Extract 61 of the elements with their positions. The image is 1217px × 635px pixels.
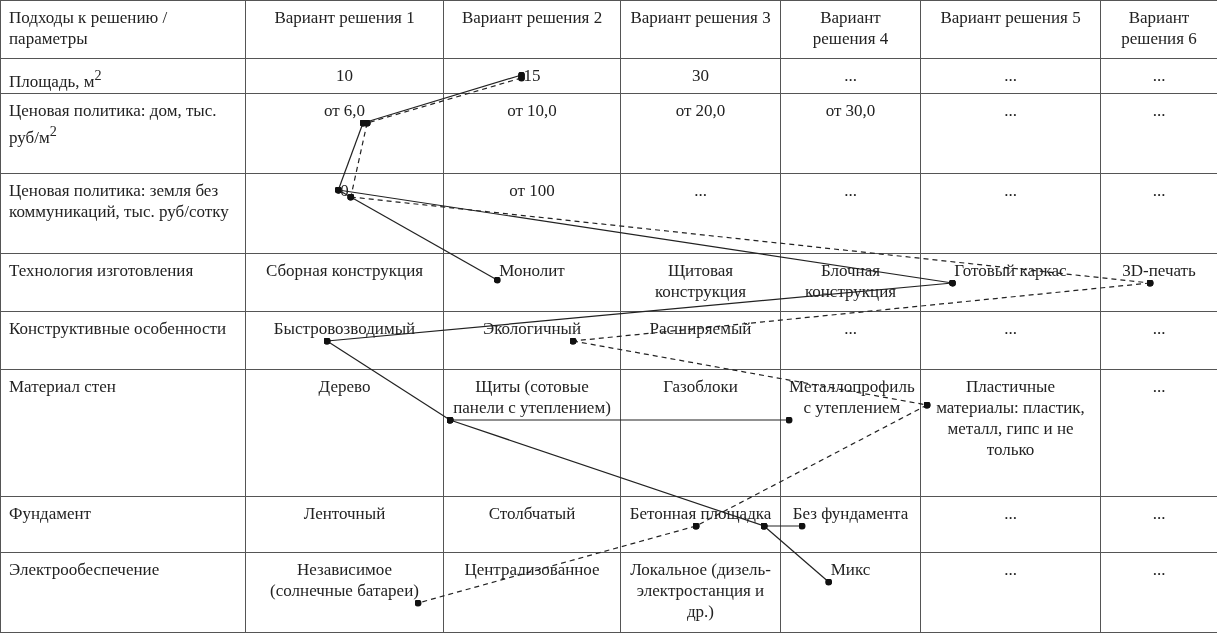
column-heading: Вариант решения 2 <box>461 7 603 28</box>
parameter-name: Конструктивные особенности <box>9 318 227 339</box>
option-value: ... <box>1004 318 1017 339</box>
dashed-connector-line <box>414 522 700 607</box>
option-value: ... <box>1004 100 1017 121</box>
option-value: Ленточный <box>303 503 386 524</box>
parameter-name: Технология изготовления <box>9 260 194 281</box>
parameter-name: Электрообеспечение <box>9 559 160 580</box>
column-heading: Вариант решения 1 <box>274 7 415 28</box>
option-value: Монолит <box>499 260 565 281</box>
option-value: ... <box>844 180 857 201</box>
option-value: 10 <box>336 65 353 86</box>
option-value: Централизованное <box>464 559 600 580</box>
option-value: Расширяемый <box>649 318 752 339</box>
option-value: Независимое (солнечные батареи) <box>254 559 435 601</box>
option-value: 15 <box>523 65 541 86</box>
option-value: от 10,0 <box>507 100 557 121</box>
option-value: Готовый каркас <box>954 260 1067 281</box>
option-value: ... <box>694 180 707 201</box>
option-value: 3D-печать <box>1122 260 1196 281</box>
option-value: ... <box>1152 180 1166 201</box>
option-value: от 6,0 <box>323 100 366 121</box>
option-value: Столбчатый <box>488 503 576 524</box>
column-heading: Вариант решения 4 <box>789 7 912 49</box>
parameter-name: Площадь, м$^{2}$ <box>9 65 102 92</box>
option-value: Сборная конструкция <box>265 260 424 281</box>
parameter-name: Фундамент <box>9 503 92 524</box>
column-heading: Вариант решения 6 <box>1109 7 1209 49</box>
option-value: ... <box>1004 180 1017 201</box>
option-value: Пластичные материалы: пластик, металл, гипс и не только <box>929 376 1092 460</box>
connector-line <box>760 522 833 586</box>
parameter-name: Ценовая политика: дом, тыс. руб/м$^{2}$ <box>9 100 237 148</box>
option-value: от 20,0 <box>675 100 726 121</box>
parameter-name: Ценовая политика: земля без коммуникаций, тыс. руб/сотку <box>9 180 237 222</box>
option-value: ... <box>1152 65 1166 86</box>
option-value: Быстровозводимый <box>273 318 416 339</box>
column-heading: Вариант решения 3 <box>630 7 771 28</box>
option-value: Экологичный <box>482 318 582 339</box>
option-value: от 30,0 <box>825 100 876 121</box>
option-value: ... <box>1152 559 1166 580</box>
option-value: 30 <box>692 65 709 86</box>
option-value: ... <box>1004 65 1017 86</box>
option-value: Локальное (дизель-электростанция и др.) <box>629 559 772 622</box>
column-heading: Подходы к решению / параметры <box>9 7 237 49</box>
option-value: Дерево <box>318 376 371 397</box>
option-value: ... <box>1004 503 1017 524</box>
option-value: ... <box>1152 376 1166 397</box>
option-value: Щиты (сотовые панели с утеплением) <box>452 376 612 418</box>
option-value: ... <box>1152 318 1166 339</box>
option-value: Щитовая конструкция <box>629 260 772 302</box>
option-value: Без фундамента <box>792 503 909 524</box>
option-value: Микс <box>830 559 871 580</box>
option-value: Газоблоки <box>663 376 738 397</box>
parameter-name: Материал стен <box>9 376 116 397</box>
option-value: ... <box>1004 559 1017 580</box>
option-value: ... <box>844 318 857 339</box>
option-value: ... <box>1152 100 1166 121</box>
column-heading: Вариант решения 5 <box>940 7 1081 28</box>
option-value: от 100 <box>509 180 555 201</box>
option-value: ... <box>844 65 857 86</box>
option-value: ... <box>1152 503 1166 524</box>
